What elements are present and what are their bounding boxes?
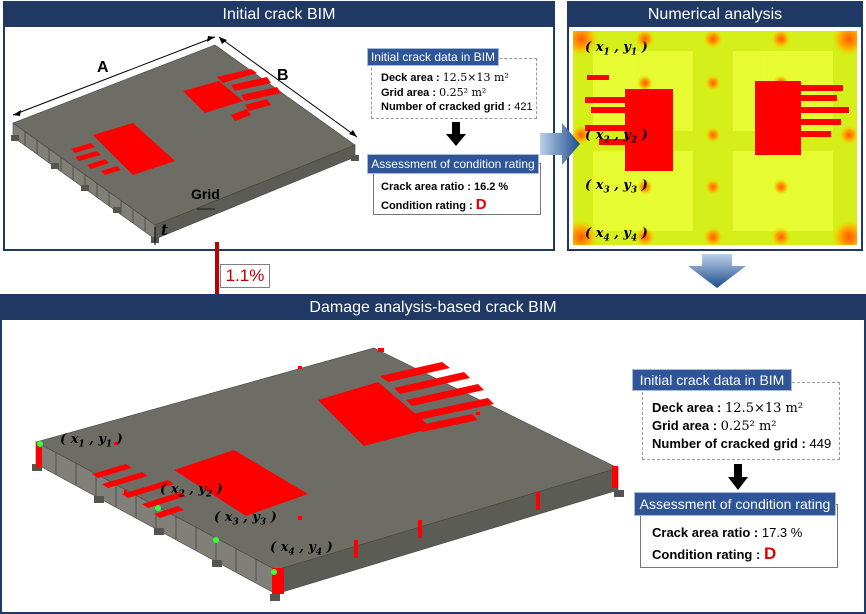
initial-crack-bim-panel: Initial crack BIM <box>3 1 555 251</box>
crack-data-title: Initial crack data in BIM <box>367 48 499 66</box>
condition-rating-value: D <box>475 196 487 213</box>
panel-title-numerical: Numerical analysis <box>569 3 861 27</box>
crack-ratio-value: 16.2 % <box>473 181 509 193</box>
cracked-grid-label-damage: Number of cracked grid : <box>652 436 806 451</box>
dim-label-a: A <box>97 59 109 76</box>
coord-label-4: ( x4 , y4 ) <box>585 226 648 244</box>
condition-rating-label: Condition rating : <box>381 200 473 212</box>
transfer-percent-box: 1.1% <box>220 264 270 288</box>
crack-data-box-damage <box>642 382 840 460</box>
crack-ratio-line: Crack area ratio : 16.2 % <box>381 181 508 193</box>
dimension-arrowheads <box>13 36 357 137</box>
dim-label-b: B <box>277 67 289 84</box>
condition-rating-line: Condition rating : D <box>381 196 487 213</box>
coord-label-3-damage: ( x3 , y3 ) <box>214 510 277 528</box>
deck-top-surface <box>35 347 619 571</box>
measure-points <box>37 441 277 575</box>
crack-ratio-value-damage: 17.3 % <box>761 525 803 540</box>
cracked-grid-line-damage: Number of cracked grid : 449 <box>652 436 831 451</box>
crack-regions-numerical <box>585 75 849 171</box>
cracked-grid-label: Number of cracked grid : <box>381 101 512 113</box>
crack-ratio-label-damage: Crack area ratio : <box>652 525 759 540</box>
deck-area-value: 12.5×13 m² <box>442 71 509 84</box>
grid-area-label-damage: Grid area : <box>652 418 718 433</box>
coord-label-1-damage: ( x1 , y1 ) <box>60 432 123 450</box>
grid-area-value: 0.25² m² <box>439 86 487 99</box>
deck-top-surface <box>12 44 356 226</box>
thickness-label: t <box>161 221 168 239</box>
panel-title-damage: Damage analysis-based crack BIM <box>2 296 864 320</box>
panel-title-initial: Initial crack BIM <box>5 3 553 27</box>
deck-area-line-damage: Deck area : 12.5×13 m² <box>652 400 803 416</box>
coord-label-1: ( x1 , y1 ) <box>585 40 648 58</box>
condition-rating-value-damage: D <box>763 544 777 563</box>
grid-area-label: Grid area : <box>381 87 437 99</box>
deck-area-label: Deck area : <box>381 72 440 84</box>
coord-label-2-damage: ( x2 , y2 ) <box>160 482 223 500</box>
coord-label-2: ( x2 , y2 ) <box>585 128 648 146</box>
cracked-grid-value-damage: 449 <box>809 436 832 451</box>
numerical-analysis-panel: Numerical analysis <box>567 1 863 251</box>
deck-area-line: Deck area : 12.5×13 m² <box>381 71 509 84</box>
grid-area-line: Grid area : 0.25² m² <box>381 86 486 99</box>
crack-ratio-label: Crack area ratio : <box>381 181 471 193</box>
crack-patches-damage <box>36 348 618 594</box>
initial-deck-model <box>11 36 359 245</box>
girder-lines <box>55 453 257 581</box>
damage-crack-bim-panel: Damage analysis-based crack BIM <box>0 294 866 614</box>
crack-ratio-line-damage: Crack area ratio : 17.3 % <box>652 525 802 540</box>
deck-area-value-damage: 12.5×13 m² <box>725 401 804 416</box>
down-arrow-icon <box>446 122 466 146</box>
deck-area-label-damage: Deck area : <box>652 400 722 415</box>
grid-area-line-damage: Grid area : 0.25² m² <box>652 418 776 434</box>
cracked-grid-value: 421 <box>514 101 533 113</box>
girder-lines <box>24 132 146 231</box>
grid-area-value-damage: 0.25² m² <box>720 419 777 434</box>
down-arrow-blue-icon <box>688 254 746 288</box>
damage-deck-model <box>32 347 624 601</box>
cracked-grid-line: Number of cracked grid : 421 <box>381 101 533 113</box>
grid-label: Grid <box>191 186 220 202</box>
coord-label-4-damage: ( x4 , y4 ) <box>270 540 333 558</box>
condition-rating-label-damage: Condition rating : <box>652 547 761 562</box>
down-arrow-icon-damage <box>728 464 748 490</box>
coord-label-3: ( x3 , y3 ) <box>585 178 648 196</box>
crack-data-title-damage: Initial crack data in BIM <box>632 369 792 391</box>
stress-contour-map <box>573 31 857 245</box>
condition-rating-line-damage: Condition rating : D <box>652 544 776 564</box>
crack-patches-initial <box>71 69 281 175</box>
assessment-title-damage: Assessment of condition rating <box>634 492 836 516</box>
dimension-lines <box>12 36 358 245</box>
transfer-percent: 1.1% <box>225 266 265 285</box>
assessment-title: Assessment of condition rating <box>367 154 539 174</box>
right-arrow-icon <box>540 123 580 165</box>
